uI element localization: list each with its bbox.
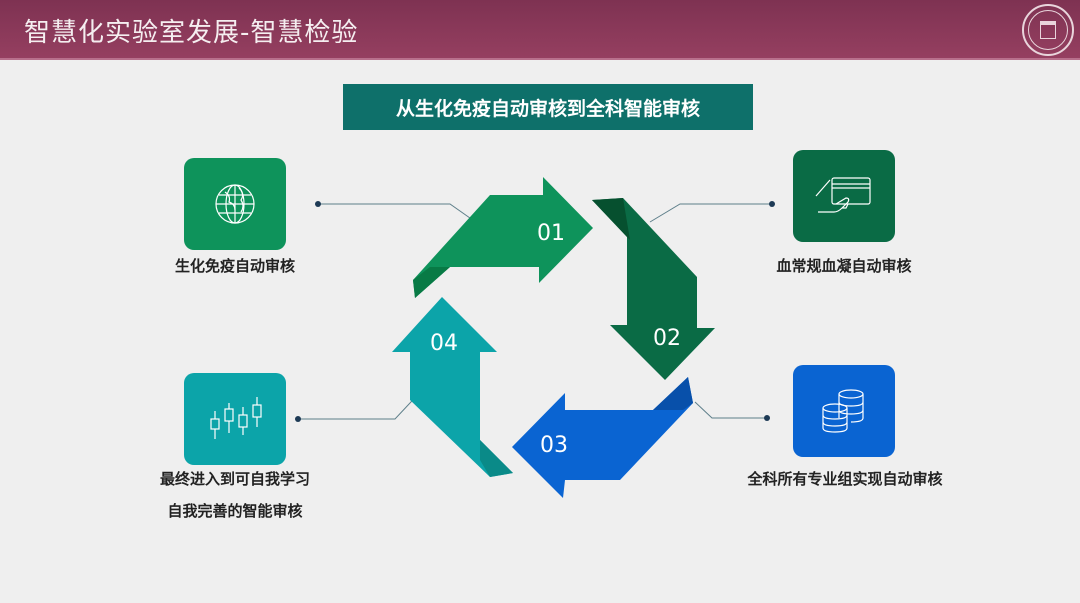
step-number-02: 02 bbox=[653, 326, 681, 351]
step-03-icon-box bbox=[793, 365, 895, 457]
slide-header: 智慧化实验室发展-智慧检验 bbox=[0, 0, 1080, 60]
step-04-label: 最终进入到可自我学习 自我完善的智能审核 bbox=[130, 463, 340, 527]
globe-icon bbox=[215, 184, 255, 224]
arrow-04 bbox=[392, 297, 513, 477]
step-number-03: 03 bbox=[540, 433, 568, 458]
step-number-01: 01 bbox=[537, 221, 565, 246]
arrow-01 bbox=[413, 177, 593, 298]
step-01-icon-box bbox=[184, 158, 286, 250]
coins-stack-icon bbox=[822, 389, 864, 433]
connector-02 bbox=[649, 203, 772, 223]
step-03-label: 全科所有专业组实现自动审核 bbox=[747, 470, 943, 488]
step-04-label-line2: 自我完善的智能审核 bbox=[167, 502, 303, 520]
step-01-label: 生化免疫自动审核 bbox=[174, 257, 295, 275]
step-02-label: 血常规血凝自动审核 bbox=[776, 257, 912, 275]
hand-card-icon bbox=[815, 177, 871, 213]
university-logo bbox=[1022, 4, 1074, 56]
candlestick-chart-icon bbox=[210, 397, 262, 439]
arrow-02 bbox=[592, 198, 715, 380]
arrow-03 bbox=[512, 377, 693, 498]
step-number-04: 04 bbox=[430, 331, 458, 356]
step-02-icon-box bbox=[793, 150, 895, 242]
connector-04 bbox=[298, 386, 426, 420]
step-04-label-line1: 最终进入到可自我学习 bbox=[159, 470, 310, 488]
connector-03 bbox=[694, 401, 767, 419]
step-04-icon-box bbox=[184, 373, 286, 465]
slide-title: 智慧化实验室发展-智慧检验 bbox=[24, 18, 359, 48]
subtitle-banner: 从生化免疫自动审核到全科智能审核 bbox=[343, 84, 753, 130]
connector-01 bbox=[318, 203, 488, 231]
